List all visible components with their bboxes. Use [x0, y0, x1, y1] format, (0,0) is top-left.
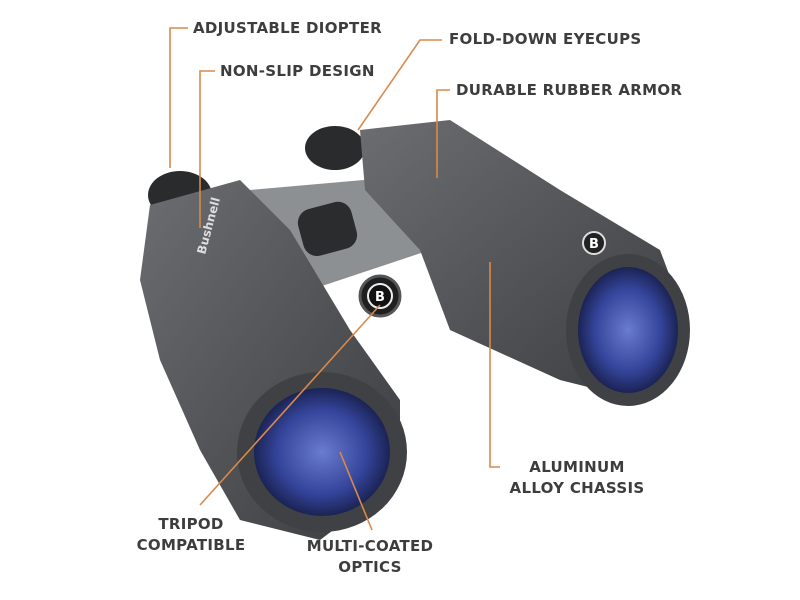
brand-badge-right — [582, 231, 606, 255]
non-slip-callout-line — [199, 70, 215, 228]
optics-callout-line — [339, 451, 373, 531]
optics-line2: OPTICS — [338, 558, 402, 576]
right-objective-lens — [578, 267, 678, 393]
label-fold-down-eyecups: FOLD-DOWN EYECUPS — [449, 30, 642, 48]
armor-callout-line — [436, 89, 450, 178]
label-aluminum-alloy-chassis: ALUMINUM ALLOY CHASSIS — [503, 457, 651, 499]
focus-wheel — [297, 201, 358, 257]
tripod-line2: COMPATIBLE — [136, 536, 246, 554]
label-adjustable-diopter: ADJUSTABLE DIOPTER — [193, 19, 382, 37]
tripod-line1: TRIPOD — [158, 515, 224, 533]
callout-lines — [169, 27, 500, 531]
label-tripod-compatible: TRIPOD COMPATIBLE — [132, 514, 250, 556]
label-multi-coated-optics: MULTI-COATED OPTICS — [300, 536, 440, 578]
left-objective-lens — [254, 388, 390, 516]
eyecups-callout-line — [357, 39, 442, 131]
label-durable-rubber-armor: DURABLE RUBBER ARMOR — [456, 81, 683, 99]
tripod-callout-line — [199, 304, 381, 506]
optics-line1: MULTI-COATED — [306, 537, 434, 555]
label-non-slip-design: NON-SLIP DESIGN — [220, 62, 375, 80]
chassis-callout-line — [489, 262, 500, 468]
right-eyecup — [305, 126, 365, 170]
svg-text:B: B — [589, 237, 599, 252]
chassis-line1: ALUMINUM — [529, 458, 625, 476]
diopter-callout-line — [169, 27, 188, 168]
chassis-line2: ALLOY CHASSIS — [509, 479, 645, 497]
svg-text:B: B — [375, 290, 385, 305]
